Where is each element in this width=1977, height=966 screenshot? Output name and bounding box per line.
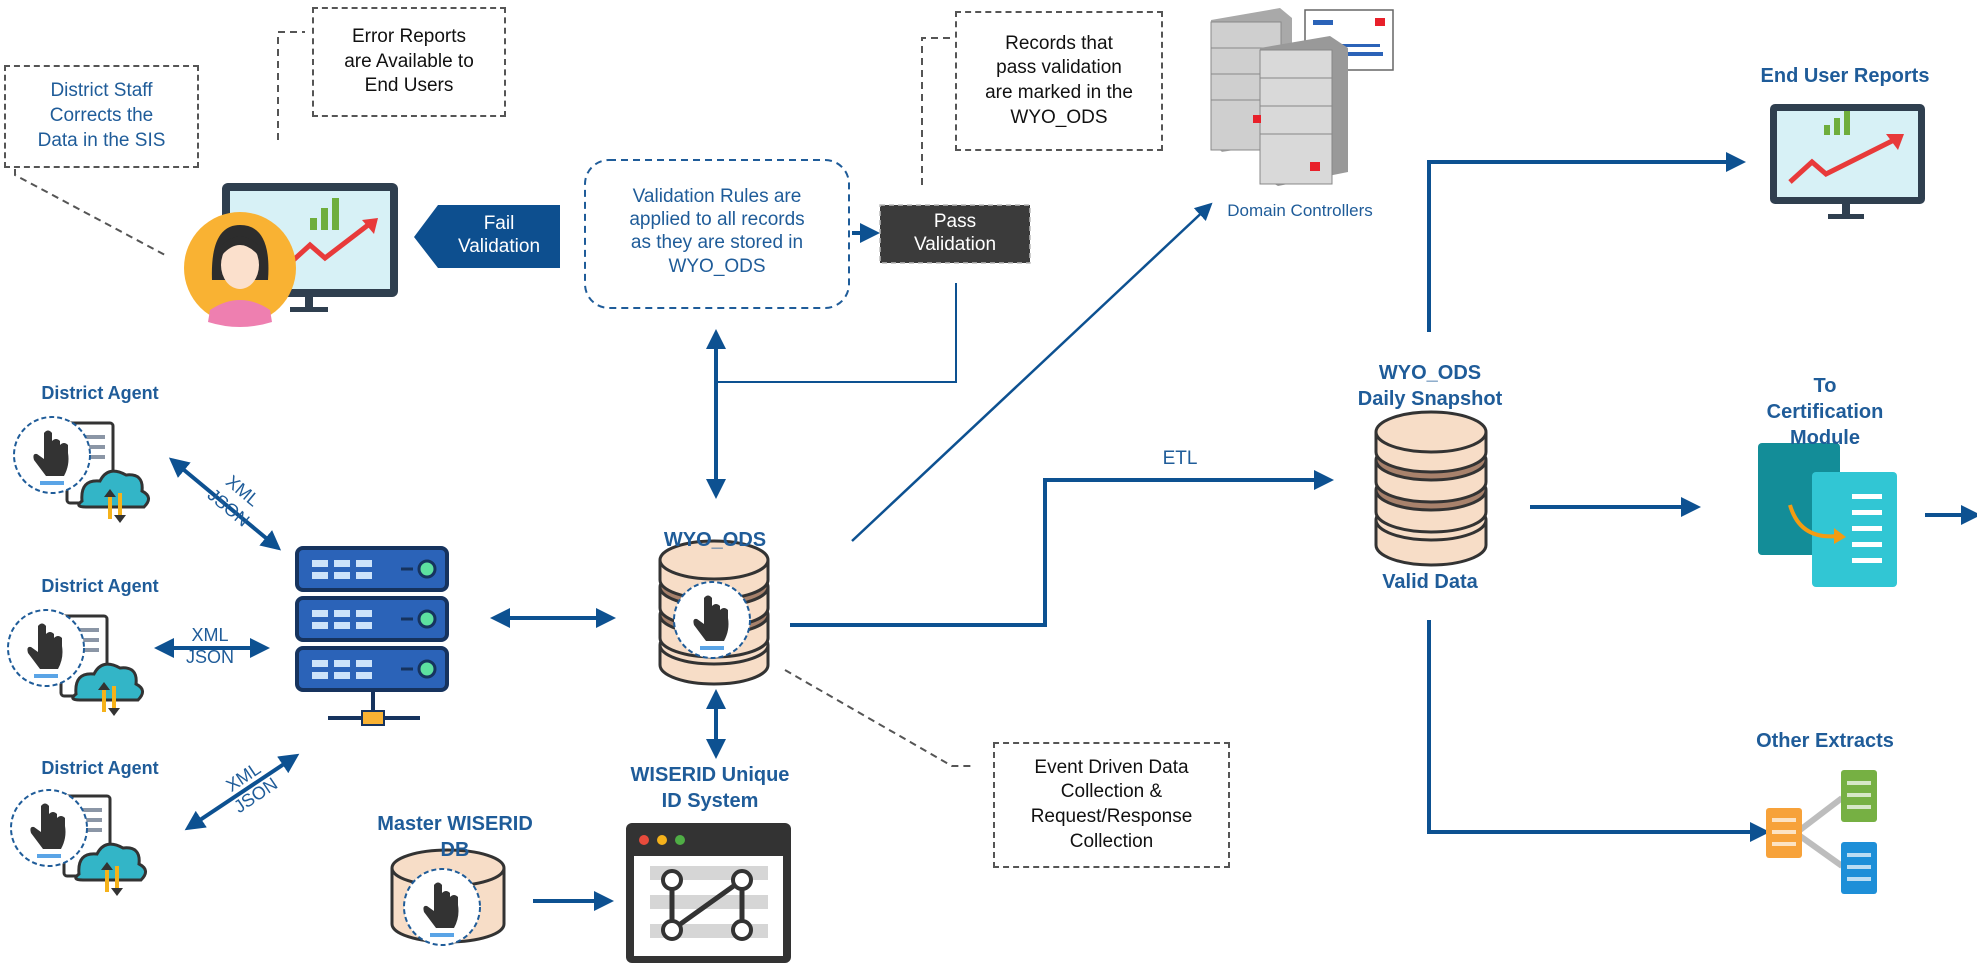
dashed-connectors: [14, 31, 975, 767]
pass-validation-label: Pass Validation: [913, 211, 997, 256]
pass-validation-box: [879, 204, 1031, 264]
daily-snapshot-label: WYO_ODS Daily Snapshot: [1357, 362, 1503, 410]
server-rack-icon: [295, 546, 449, 726]
wiserid-system-label: WISERID Unique ID System: [630, 764, 790, 812]
district-agent-icon-3: [10, 789, 147, 896]
etl-arrow: [790, 470, 1334, 627]
fail-validation-tag: [414, 205, 560, 268]
to-certification-label: To Certification Module: [1766, 375, 1884, 449]
etl-label: ETL: [1162, 448, 1198, 469]
valid-data-label: Valid Data: [1382, 571, 1478, 593]
validation-rules-text: Validation Rules are applied to all reco…: [629, 186, 805, 277]
other-extracts-label: Other Extracts: [1756, 730, 1894, 752]
district-agent-label-3: District Agent: [41, 758, 159, 778]
xml-json-label-2: XML JSON: [185, 625, 234, 667]
master-wiserid-label: Master WISERID DB: [377, 813, 533, 861]
domain-controllers-icon: [1210, 8, 1394, 186]
end-user-reports-icon: [1770, 104, 1925, 219]
district-agent-label-1: District Agent: [41, 383, 159, 403]
hand-touch-icon-ods: [673, 581, 751, 659]
wiserid-system-icon: [626, 823, 791, 963]
tree-extract-icon: [1766, 770, 1877, 894]
error-reports-note: Error Reports are Available to End Users: [312, 7, 506, 117]
district-staff-note: District Staff Corrects the Data in the …: [4, 65, 199, 168]
flow-arrows: [154, 152, 1977, 911]
records-pass-note: Records that pass validation are marked …: [955, 11, 1163, 151]
event-driven-note: Event Driven Data Collection & Request/R…: [993, 742, 1230, 868]
document-icon: [1758, 443, 1897, 587]
district-agent-icon-1: [13, 416, 150, 523]
database-icon-snapshot: [1374, 410, 1488, 567]
wyo-ods-label: WYO_ODS: [663, 529, 767, 551]
end-user-reports-label: End User Reports: [1760, 65, 1930, 87]
domain-controllers-label: Domain Controllers: [1227, 201, 1373, 220]
district-agent-label-2: District Agent: [41, 576, 159, 596]
ods-to-dc-arrow: [851, 202, 1213, 542]
database-icon-master: [390, 848, 506, 946]
to-reports-arrow: [1427, 152, 1746, 332]
fail-validation-label: Fail Validation: [457, 213, 541, 258]
district-agent-icon-2: [7, 609, 144, 716]
to-extracts-arrow: [1427, 620, 1770, 842]
validation-rules-box: [584, 159, 850, 309]
user-avatar-icon: [184, 212, 296, 327]
